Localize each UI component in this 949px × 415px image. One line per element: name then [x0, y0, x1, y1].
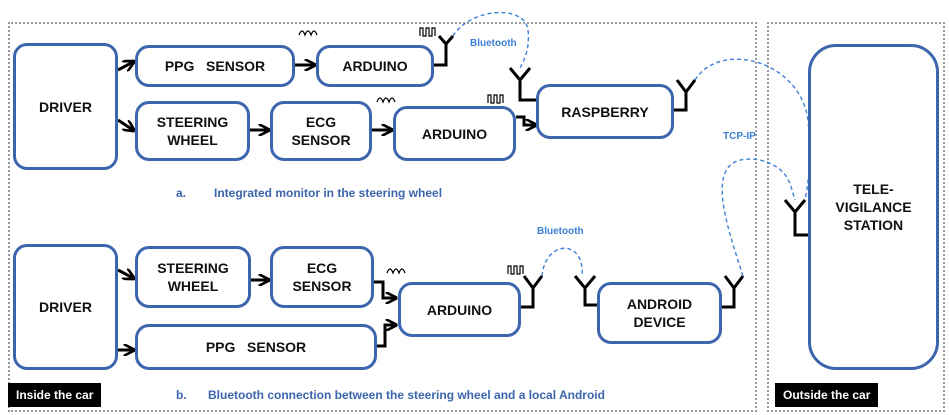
caption-b: Bluetooth connection between the steerin… — [208, 388, 605, 402]
antenna-arduino-b — [521, 275, 544, 309]
ecg-sensor-box-b: ECG SENSOR — [270, 246, 374, 308]
link-tcpip-top — [694, 58, 811, 201]
bluetooth-label-a: Bluetooth — [470, 38, 517, 49]
wave-digital-a2 — [487, 94, 504, 104]
steering-wheel-box-b: STEERING WHEEL — [135, 246, 251, 308]
arrow-driver-steering-b — [117, 270, 133, 278]
steering-wheel-box-a: STEERING WHEEL — [135, 101, 250, 161]
bluetooth-label-b: Bluetooth — [537, 226, 584, 237]
wave-digital-b — [507, 265, 524, 275]
wave-analog-a2 — [376, 97, 396, 104]
antenna-raspberry-tx-a — [674, 79, 697, 112]
link-tcpip-bottom — [721, 158, 796, 277]
antenna-android-rx — [573, 275, 597, 307]
antenna-raspberry-rx-a — [508, 67, 536, 102]
wave-analog-a1 — [298, 30, 318, 37]
arduino-box-b: ARDUINO — [398, 282, 521, 337]
arrow-ppg-arduino-b — [377, 325, 395, 348]
arrow-driver-steering-a — [117, 118, 133, 130]
antenna-station — [783, 199, 808, 237]
arrow-driver-ppg-a — [117, 62, 133, 70]
driver-box-a: DRIVER — [13, 43, 118, 170]
android-device-box: ANDROID DEVICE — [597, 282, 722, 344]
link-bluetooth-b — [541, 247, 583, 277]
ppg-sensor-box-a: PPG SENSOR — [135, 45, 295, 87]
antenna-android-tx — [722, 275, 745, 309]
arduino-box-a-bottom: ARDUINO — [393, 106, 516, 161]
inside-car-label: Inside the car — [8, 383, 102, 407]
wave-digital-a1 — [419, 27, 436, 37]
tcpip-label: TCP-IP — [723, 131, 756, 142]
tele-vigilance-station-box: TELE- VIGILANCE STATION — [808, 44, 939, 370]
caption-letter-b: b. — [176, 388, 187, 402]
raspberry-box: RASPBERRY — [536, 84, 674, 139]
wave-analog-b — [386, 268, 406, 275]
driver-box-b: DRIVER — [13, 244, 118, 370]
caption-a: Integrated monitor in the steering wheel — [214, 186, 443, 200]
outside-car-label: Outside the car — [775, 383, 879, 407]
arduino-box-a-top: ARDUINO — [316, 45, 434, 87]
outside-car-region — [767, 22, 945, 412]
arrow-arduino-raspberry-a — [516, 115, 535, 125]
ppg-sensor-box-b: PPG SENSOR — [135, 324, 377, 370]
antenna-arduino-top-a — [434, 35, 455, 67]
link-bluetooth-a — [452, 11, 530, 69]
arrow-ecg-arduino-b — [374, 280, 395, 298]
caption-letter-a: a. — [176, 186, 187, 200]
inside-car-region — [8, 22, 757, 412]
ecg-sensor-box-a: ECG SENSOR — [270, 101, 372, 161]
